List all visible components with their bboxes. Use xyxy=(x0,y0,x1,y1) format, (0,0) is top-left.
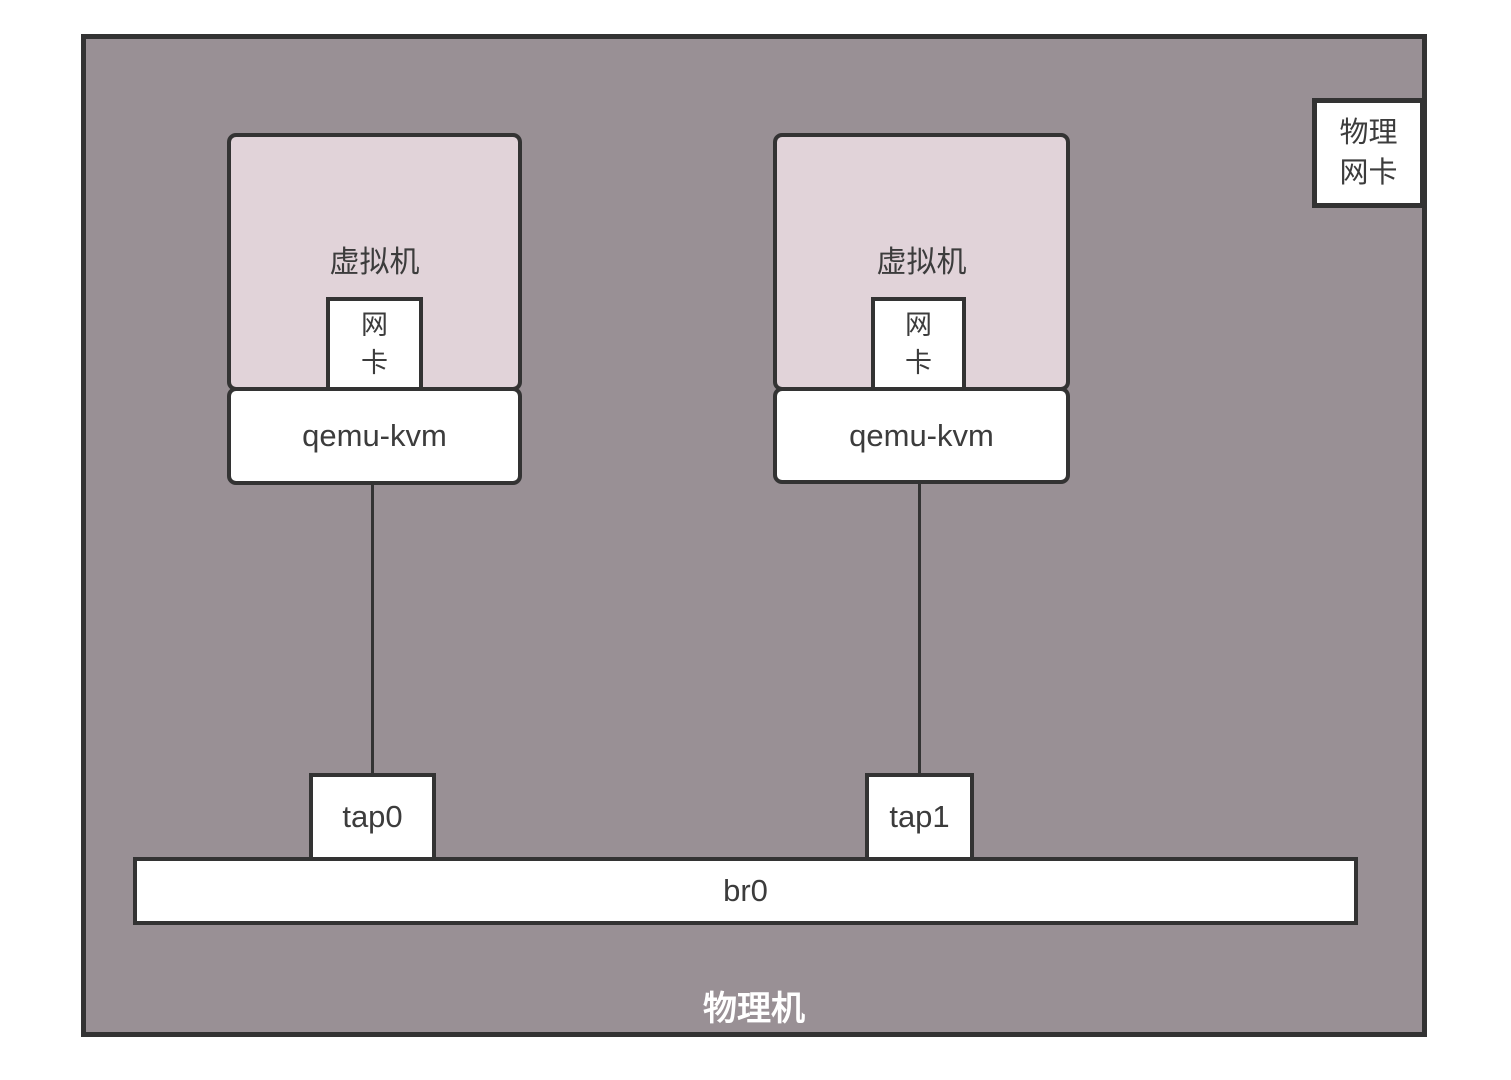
vm1-qemu-kvm-box: qemu-kvm xyxy=(227,387,522,485)
tap1-label: tap1 xyxy=(889,799,950,834)
bridge-br0-label: br0 xyxy=(723,873,768,908)
vm2-nic-label-line1: 网 xyxy=(905,310,932,340)
connector-qemu2-tap1 xyxy=(918,482,921,774)
physical-nic-label-line1: 物理 xyxy=(1339,117,1398,149)
physical-nic-label-line2: 网卡 xyxy=(1339,157,1398,189)
vm2-qemu-kvm-label: qemu-kvm xyxy=(849,417,994,453)
vm2-nic-label-line2: 卡 xyxy=(905,348,932,378)
vm1-nic-label-line1: 网 xyxy=(361,310,388,340)
vm1-nic-box: 网 卡 xyxy=(326,297,423,391)
physical-host-label: 物理机 xyxy=(703,990,805,1028)
bridge-br0-box: br0 xyxy=(133,857,1358,925)
vm2-nic-box: 网 卡 xyxy=(871,297,966,391)
vm2-label: 虚拟机 xyxy=(876,246,967,279)
vm1-nic-label-line2: 卡 xyxy=(361,348,388,378)
connector-qemu1-tap0 xyxy=(371,484,374,774)
vm1-label: 虚拟机 xyxy=(329,246,420,279)
physical-nic-box: 物理 网卡 xyxy=(1312,98,1425,208)
vm1-qemu-kvm-label: qemu-kvm xyxy=(302,418,447,453)
vm2-qemu-kvm-box: qemu-kvm xyxy=(773,387,1070,484)
tap0-label: tap0 xyxy=(342,799,403,834)
tap1-box: tap1 xyxy=(865,773,974,861)
tap0-box: tap0 xyxy=(309,773,436,861)
